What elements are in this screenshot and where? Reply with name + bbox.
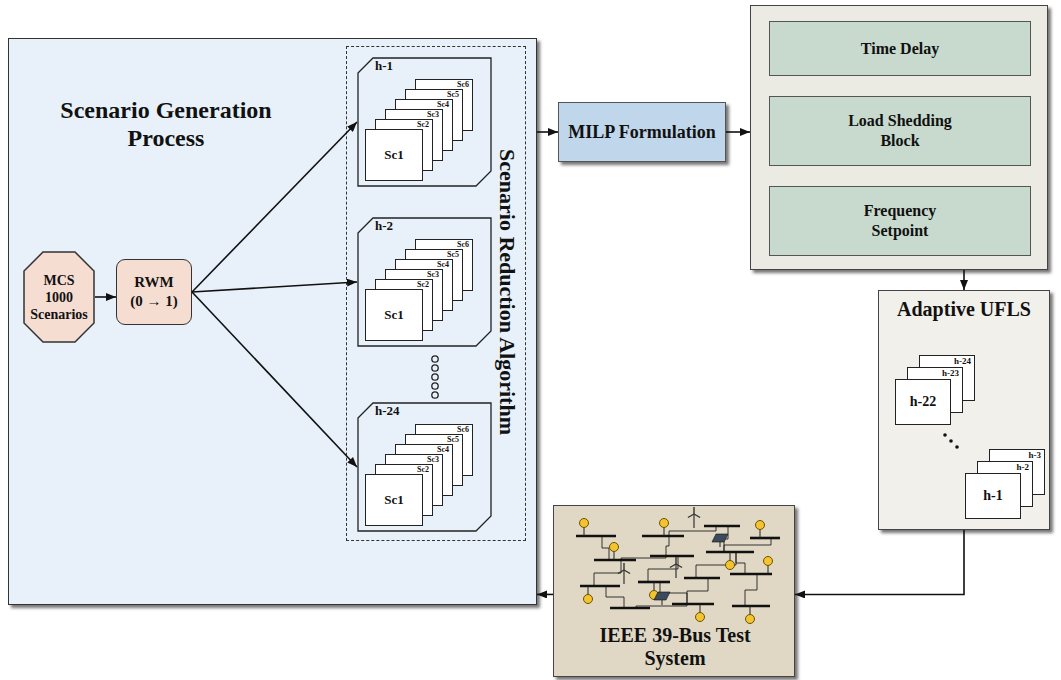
connector-arrow [795, 530, 964, 594]
scenario-card: Sc1 [365, 129, 423, 181]
node-label: RWM [134, 273, 173, 292]
scenario-card: Sc1 [365, 474, 423, 526]
card-tab-label: Sc6 [457, 80, 469, 89]
card-tab-label: Sc2 [417, 465, 429, 474]
card-label: Sc1 [366, 290, 422, 340]
connector-arrow [537, 594, 553, 596]
card-tab-label: Sc3 [427, 110, 439, 119]
hour-label: h-2 [375, 218, 393, 233]
block-panel: Time DelayLoad Shedding BlockFrequency S… [750, 5, 1048, 270]
node-label: MILP Formulation [568, 121, 716, 143]
card-tab-label: Sc2 [417, 280, 429, 289]
scenario-stack: h-2Sc6Sc5Sc4Sc3Sc2Sc1 [357, 217, 492, 347]
card-label: Sc1 [366, 475, 422, 525]
ufls-box: Adaptive UFLS h-24h-23h-22 h-3h-2h-1 [878, 290, 1050, 530]
process-box: Load Shedding Block [769, 96, 1031, 166]
node-label: Scenario Reduction Algorithm [495, 149, 519, 435]
node-label: Frequency Setpoint [835, 201, 965, 241]
process-panel: Scenario Generation ProcessMCS 1000 Scen… [8, 38, 537, 605]
node-label: Scenario Generation Process [41, 96, 291, 152]
grid-illustration [554, 506, 796, 626]
node-label: Load Shedding Block [835, 111, 965, 151]
node-label: Time Delay [861, 39, 939, 59]
card-tab-label: Sc3 [427, 455, 439, 464]
card-tab-label: h-3 [1028, 450, 1041, 461]
card-tab-label: Sc3 [427, 270, 439, 279]
card-tab-label: h-23 [942, 368, 959, 379]
node-label: IEEE 39-Bus Test System [594, 624, 756, 670]
card-tab-label: Sc6 [457, 240, 469, 249]
card-tab-label: Sc4 [437, 100, 449, 109]
process-box: Time Delay [769, 21, 1031, 76]
hour-label: h-1 [375, 58, 393, 73]
scenario-stack: h-24Sc6Sc5Sc4Sc3Sc2Sc1 [357, 402, 492, 532]
card-label: Sc1 [366, 130, 422, 180]
scenario-card: h-22 [895, 379, 951, 425]
node-label: MCS 1000 Scenarios [29, 272, 89, 323]
connector-arrow [726, 131, 750, 133]
rounded-box: RWM(0 → 1) [116, 259, 192, 325]
octagon-node: MCS 1000 Scenarios [23, 251, 95, 343]
connector-arrow [963, 270, 965, 290]
card-tab-label: Sc4 [437, 445, 449, 454]
process-box: Frequency Setpoint [769, 186, 1031, 256]
test-system-box: IEEE 39-Bus Test System [553, 505, 795, 677]
card-tab-label: h-24 [954, 356, 971, 367]
process-box: MILP Formulation [558, 102, 726, 162]
hour-label: h-24 [375, 403, 400, 418]
card-tab-label: h-2 [1016, 462, 1029, 473]
node-label: (0 → 1) [130, 292, 178, 311]
scenario-stack: h-1Sc6Sc5Sc4Sc3Sc2Sc1 [357, 57, 492, 187]
card-tab-label: Sc4 [437, 260, 449, 269]
card-tab-label: Sc5 [447, 90, 459, 99]
card-label: h-1 [966, 474, 1020, 518]
scenario-card: Sc1 [365, 289, 423, 341]
card-tab-label: Sc5 [447, 250, 459, 259]
card-tab-label: Sc5 [447, 435, 459, 444]
box-title: Adaptive UFLS [879, 297, 1049, 321]
scenario-card: h-1 [965, 473, 1021, 519]
connector-arrow [537, 131, 558, 133]
card-tab-label: Sc6 [457, 425, 469, 434]
card-label: h-22 [896, 380, 950, 424]
card-tab-label: Sc2 [417, 120, 429, 129]
dashed-group: Scenario Reduction Algorithmh-1Sc6Sc5Sc4… [346, 46, 526, 541]
